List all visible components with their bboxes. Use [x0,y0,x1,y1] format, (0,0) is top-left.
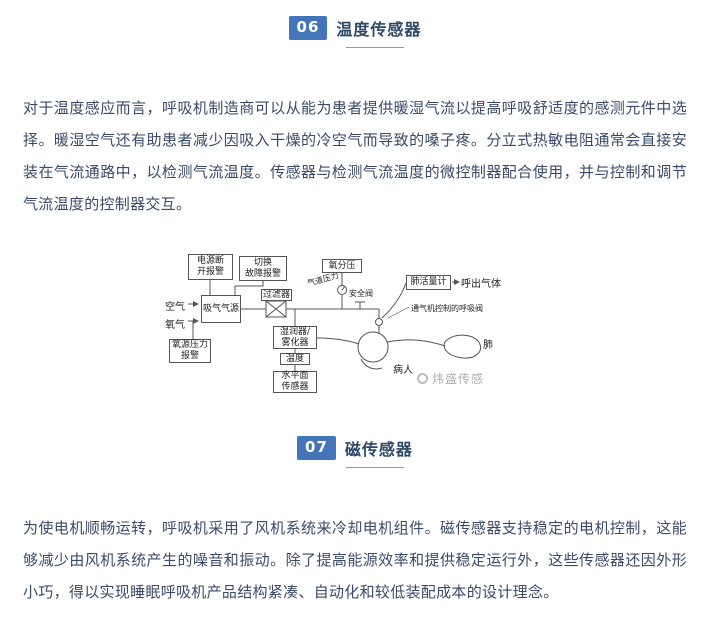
section-paragraph: 为使电机顺畅运转，呼吸机采用了风机系统来冷却电机组件。磁传感器支持稳定的电机控制… [23,519,687,601]
oxygen-label: 氧气 [165,320,185,331]
filter-symbol-cross [265,300,287,318]
exhale-line [381,282,407,319]
patient-head [357,331,389,363]
section-number-badge: 07 [297,436,336,460]
section-header-07: 07 磁传感器 [0,436,710,468]
header-row: 07 磁传感器 [297,436,413,460]
patient-shoulder [360,358,383,370]
water-level-label-line1: 水平面 [281,371,309,382]
exhaled-gas-label: 呼出气体 [461,279,501,290]
title-underline [346,467,404,468]
diagram-box-water-level: 水平面 传感器 [273,371,317,393]
humidifier-label-line2: 雾化器 [281,337,309,348]
section-number-badge: 06 [288,16,328,40]
watermark-logo-icon [417,373,428,384]
section-header-06: 06 温度传感器 [0,16,710,48]
air-label: 空气 [165,302,185,313]
diagram-box-humidifier: 湿润器/ 雾化器 [273,326,317,349]
diagram-box-filter: 过滤器 [261,289,292,301]
diagram-box-spirometer: 肺活量计 [406,275,451,290]
humidifier-label-line1: 湿润器/ [279,326,311,337]
spirometer-label: 肺活量计 [410,277,447,288]
switch-alarm-line [234,281,264,295]
inspiratory-source-label: 吸气气源 [203,303,240,314]
switch-alarm-label-line1: 切换 [253,257,272,268]
breathing-valve-symbol [375,318,383,326]
diagram-box-switch-alarm: 切换 故障报警 [239,256,287,281]
diagram-box-oxygen-pressure-alarm: 氧源压力 报警 [169,339,211,363]
title-underline [346,47,404,48]
patient-label: 病人 [393,365,413,376]
section-title: 温度传感器 [336,20,422,39]
diagram-lines [188,273,482,371]
lung-shape [443,334,482,359]
watermark-text: 炜盛传感 [432,372,485,386]
vent-valve-label: 通气机控制的呼吸阀 [411,304,483,313]
water-level-label-line2: 传感器 [281,382,309,392]
ventilator-diagram: 电源断 开报警 切换 故障报警 氧分压 肺活量计 吸气气源 过滤器 湿润器/ 雾… [165,250,545,420]
switch-alarm-label-line2: 故障报警 [244,268,281,279]
section-paragraph: 对于温度感应而言，呼吸机制造商可以从能为患者提供暖湿气流以提高呼吸舒适度的感测元… [23,99,687,213]
diagram-box-power-alarm: 电源断 开报警 [188,254,233,280]
safety-valve-symbol [355,301,365,309]
power-alarm-label-line1: 电源断 [196,256,224,267]
humidifier-outlet-line [316,337,360,345]
header-row: 06 温度传感器 [288,16,422,40]
lung-label: 肺 [483,340,493,351]
diagram-box-oxygen-partial: 氧分压 [322,259,362,273]
oxygen-pressure-alarm-label-line1: 氧源压力 [171,340,208,351]
oxygen-pressure-alarm-label-line2: 报警 [180,351,199,361]
filter-label: 过滤器 [263,289,291,300]
watermark: 炜盛传感 [417,370,484,387]
gauge-needle [341,285,346,291]
oxygen-partial-label: 氧分压 [328,260,356,271]
diagram-box-inspiratory-source: 吸气气源 [201,295,241,323]
trachea-line [386,339,446,347]
vent-valve-leader [387,306,410,319]
temperature-label: 温度 [285,353,304,364]
power-alarm-label-line2: 开报警 [196,267,224,277]
section-title: 磁传感器 [344,440,413,459]
safety-valve-label: 安全阀 [349,289,373,298]
diagram-box-temperature: 温度 [280,353,310,365]
